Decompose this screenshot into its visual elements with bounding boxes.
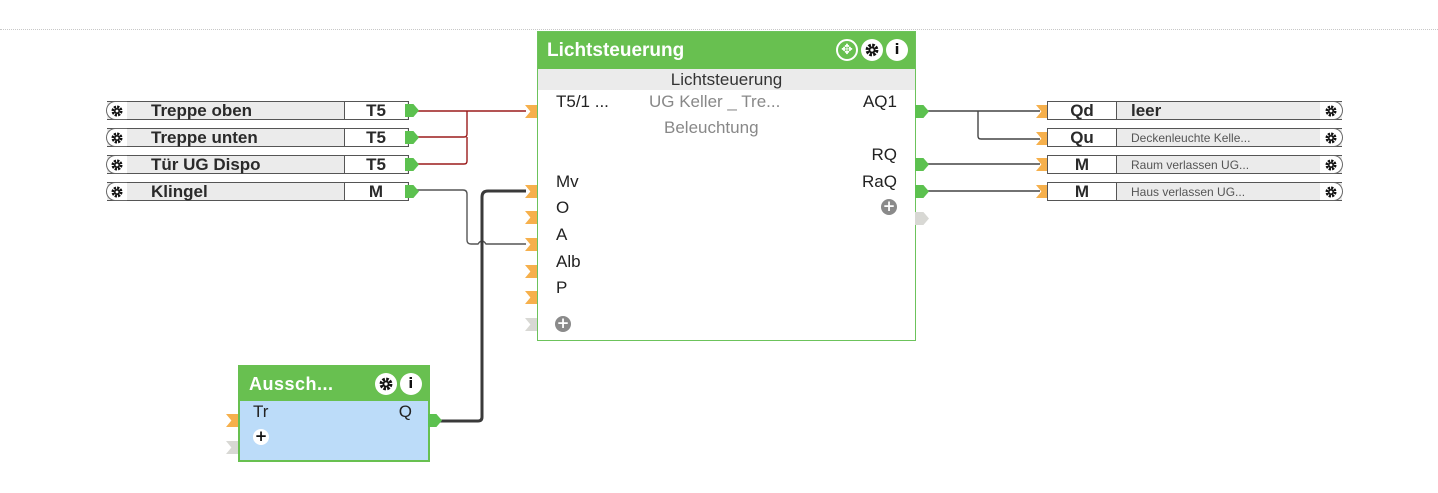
input-port-label: Alb: [556, 252, 581, 271]
gear-button[interactable]: [1320, 128, 1343, 147]
gear-icon: [1325, 186, 1337, 197]
block-body: Tr Q +: [240, 401, 428, 460]
input-type: M: [344, 183, 407, 200]
input-connector[interactable]: [1036, 105, 1048, 118]
output-connector[interactable]: [428, 414, 442, 427]
output-name: leer: [1131, 100, 1162, 120]
input-type: T5: [344, 129, 407, 146]
input-type: T5: [344, 102, 407, 119]
output-terminal[interactable]: Qd leer: [1047, 100, 1343, 120]
input-terminal[interactable]: Klingel M: [106, 181, 409, 201]
input-connector[interactable]: [525, 238, 537, 251]
input-connector[interactable]: [525, 265, 537, 278]
output-type: Qu: [1048, 129, 1117, 146]
gear-button[interactable]: [1320, 101, 1343, 120]
output-connector[interactable]: [915, 185, 929, 198]
gear-icon[interactable]: [861, 39, 883, 61]
add-input-button[interactable]: +: [555, 314, 571, 332]
output-connector[interactable]: [915, 105, 929, 118]
gear-button[interactable]: [106, 155, 127, 174]
gear-button[interactable]: [1320, 182, 1343, 201]
input-connector[interactable]: [525, 211, 537, 224]
canvas-border: [0, 29, 1438, 30]
wire-treppe-unten: [416, 111, 468, 138]
input-port-label: Mv: [556, 172, 579, 191]
input-connector[interactable]: [525, 185, 537, 198]
output-name: Deckenleuchte Kelle...: [1131, 130, 1251, 145]
output-port-label: AQ1: [862, 92, 897, 111]
gear-button[interactable]: [106, 128, 127, 147]
output-connector-empty[interactable]: [915, 212, 929, 225]
input-name: Klingel: [151, 181, 208, 201]
wire-klingel: [416, 189, 526, 245]
input-connector[interactable]: [1036, 158, 1048, 171]
input-type: T5: [344, 156, 407, 173]
output-terminal[interactable]: Qu Deckenleuchte Kelle...: [1047, 128, 1343, 147]
input-port-label: P: [556, 278, 568, 297]
gear-icon: [1325, 105, 1337, 116]
gear-icon: [1325, 132, 1337, 143]
wire-tuer-ug: [416, 137, 468, 165]
gear-icon: [111, 105, 123, 116]
output-port-label: RaQ: [862, 172, 897, 191]
block-title: Lichtsteuerung: [547, 39, 685, 61]
gear-icon: [111, 159, 123, 170]
output-connector[interactable]: [405, 158, 419, 171]
gear-icon: [1325, 159, 1337, 170]
add-input-button[interactable]: +: [253, 427, 269, 445]
input-connector[interactable]: [1036, 185, 1048, 198]
gear-button[interactable]: [106, 182, 127, 201]
input-terminal[interactable]: Treppe unten T5: [106, 127, 409, 147]
block-subtitle: Lichtsteuerung: [538, 69, 915, 90]
info-icon[interactable]: i: [400, 373, 422, 395]
wire-aussch-q-to-mv: [440, 189, 526, 423]
input-name: Tür UG Dispo: [151, 154, 261, 174]
input-connector[interactable]: [525, 105, 537, 118]
block-title: Aussch...: [249, 373, 334, 394]
block-description-2: Beleuchtung: [664, 118, 759, 137]
function-block-lichtsteuerung[interactable]: Lichtsteuerung ✥ i Lichtsteuerung T5/1 .…: [537, 31, 916, 341]
input-connector-empty[interactable]: [525, 318, 537, 331]
input-terminal[interactable]: Treppe oben T5: [106, 100, 409, 120]
output-port-label: Q: [398, 402, 412, 421]
gear-icon[interactable]: [375, 373, 397, 395]
block-header[interactable]: Lichtsteuerung ✥ i: [538, 32, 915, 69]
gear-button[interactable]: [106, 101, 127, 120]
gear-button[interactable]: [1320, 155, 1343, 174]
output-terminal[interactable]: M Raum verlassen UG...: [1047, 155, 1343, 174]
info-icon[interactable]: i: [886, 39, 908, 61]
block-description: UG Keller _ Tre...: [649, 92, 781, 111]
input-port-label: A: [556, 225, 568, 244]
output-port-label: RQ: [871, 145, 898, 164]
output-type: Qd: [1048, 102, 1117, 119]
input-connector[interactable]: [226, 414, 238, 427]
output-name: Raum verlassen UG...: [1131, 157, 1250, 172]
output-type: M: [1048, 183, 1117, 200]
input-name: Treppe unten: [151, 127, 258, 147]
gear-icon: [111, 132, 123, 143]
input-name: Treppe oben: [151, 100, 253, 120]
output-connector[interactable]: [405, 131, 419, 144]
gear-icon: [111, 186, 123, 197]
output-name: Haus verlassen UG...: [1131, 184, 1246, 199]
output-connector[interactable]: [405, 104, 419, 117]
add-output-button[interactable]: +: [881, 197, 897, 215]
input-connector[interactable]: [1036, 132, 1048, 145]
input-connector[interactable]: [525, 291, 537, 304]
output-terminal[interactable]: M Haus verlassen UG...: [1047, 182, 1343, 201]
output-type: M: [1048, 156, 1117, 173]
move-icon[interactable]: ✥: [836, 39, 858, 61]
input-terminal[interactable]: Tür UG Dispo T5: [106, 154, 409, 174]
function-block-aussch[interactable]: Aussch... i Tr Q +: [238, 365, 430, 462]
block-header[interactable]: Aussch... i: [240, 367, 428, 401]
output-connector[interactable]: [405, 185, 419, 198]
input-port-label: Tr: [253, 402, 269, 421]
wire-aq1-qu: [977, 111, 1040, 140]
input-port-label: T5/1 ...: [556, 92, 609, 111]
output-connector[interactable]: [915, 158, 929, 171]
input-port-label: O: [556, 198, 570, 217]
input-connector-empty[interactable]: [226, 441, 238, 454]
